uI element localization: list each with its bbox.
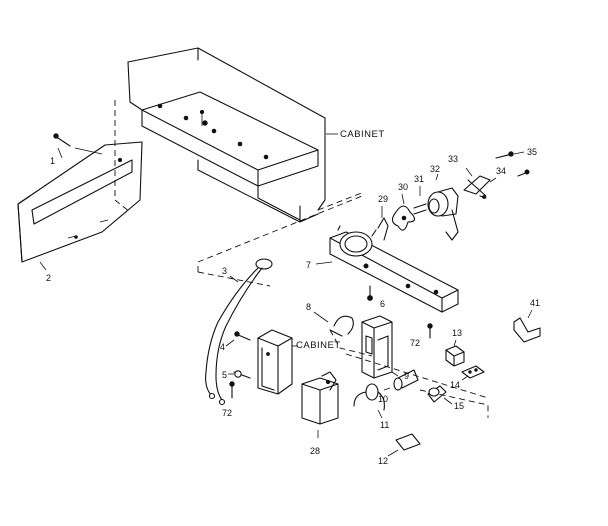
label-part-35: 35 <box>527 147 537 157</box>
label-cabinet-bottom: CABINET <box>296 340 341 351</box>
label-part-7: 7 <box>306 260 311 270</box>
part-15-overload: 15 <box>427 385 464 411</box>
label-part-33: 33 <box>448 154 458 164</box>
part-3-thermostat-wire: 3 <box>205 258 273 406</box>
cabinet-tray: CABINET <box>127 47 385 223</box>
cabinet-lower-bracket: CABINET <box>257 329 341 395</box>
label-part-13: 13 <box>452 328 462 338</box>
part-2-side-panel: 1 2 <box>17 133 143 283</box>
label-part-14: 14 <box>450 380 460 390</box>
part-14-terminal: 14 <box>450 365 485 390</box>
label-cabinet-top: CABINET <box>340 129 385 140</box>
label-part-3: 3 <box>222 266 227 276</box>
label-part-34: 34 <box>496 166 506 176</box>
part-9-frame: 9 <box>361 315 409 381</box>
part-28-housing: 28 <box>301 371 339 456</box>
label-part-29: 29 <box>378 194 388 204</box>
label-part-6: 6 <box>380 299 385 309</box>
label-part-1: 1 <box>50 156 55 166</box>
label-part-4: 4 <box>220 342 225 352</box>
label-part-2: 2 <box>46 273 51 283</box>
label-part-15: 15 <box>454 401 464 411</box>
part-12-pad: 12 <box>378 433 421 466</box>
label-part-28: 28 <box>310 446 320 456</box>
part-10-11-capacitor: 10 11 <box>353 369 419 430</box>
label-part-30: 30 <box>398 182 408 192</box>
part-41-bracket: 41 <box>513 298 541 343</box>
label-part-9: 9 <box>404 371 409 381</box>
label-part-32: 32 <box>430 164 440 174</box>
part-8-clip: 8 <box>306 302 354 337</box>
part-13-relay: 13 <box>445 328 465 367</box>
screws-left: 4 5 72 72 <box>220 323 433 418</box>
label-part-8: 8 <box>306 302 311 312</box>
label-part-72-right: 72 <box>410 338 420 348</box>
label-part-11: 11 <box>380 420 389 430</box>
fan-motor-assembly: 29 30 31 32 33 34 35 <box>317 147 537 241</box>
label-part-41: 41 <box>530 298 540 308</box>
alignment-lines <box>114 100 489 418</box>
label-part-31: 31 <box>414 174 424 184</box>
label-part-5: 5 <box>222 370 227 380</box>
part-7-fan-bracket: 7 6 <box>306 225 459 313</box>
label-part-72-left: 72 <box>222 408 232 418</box>
label-part-12: 12 <box>378 456 388 466</box>
